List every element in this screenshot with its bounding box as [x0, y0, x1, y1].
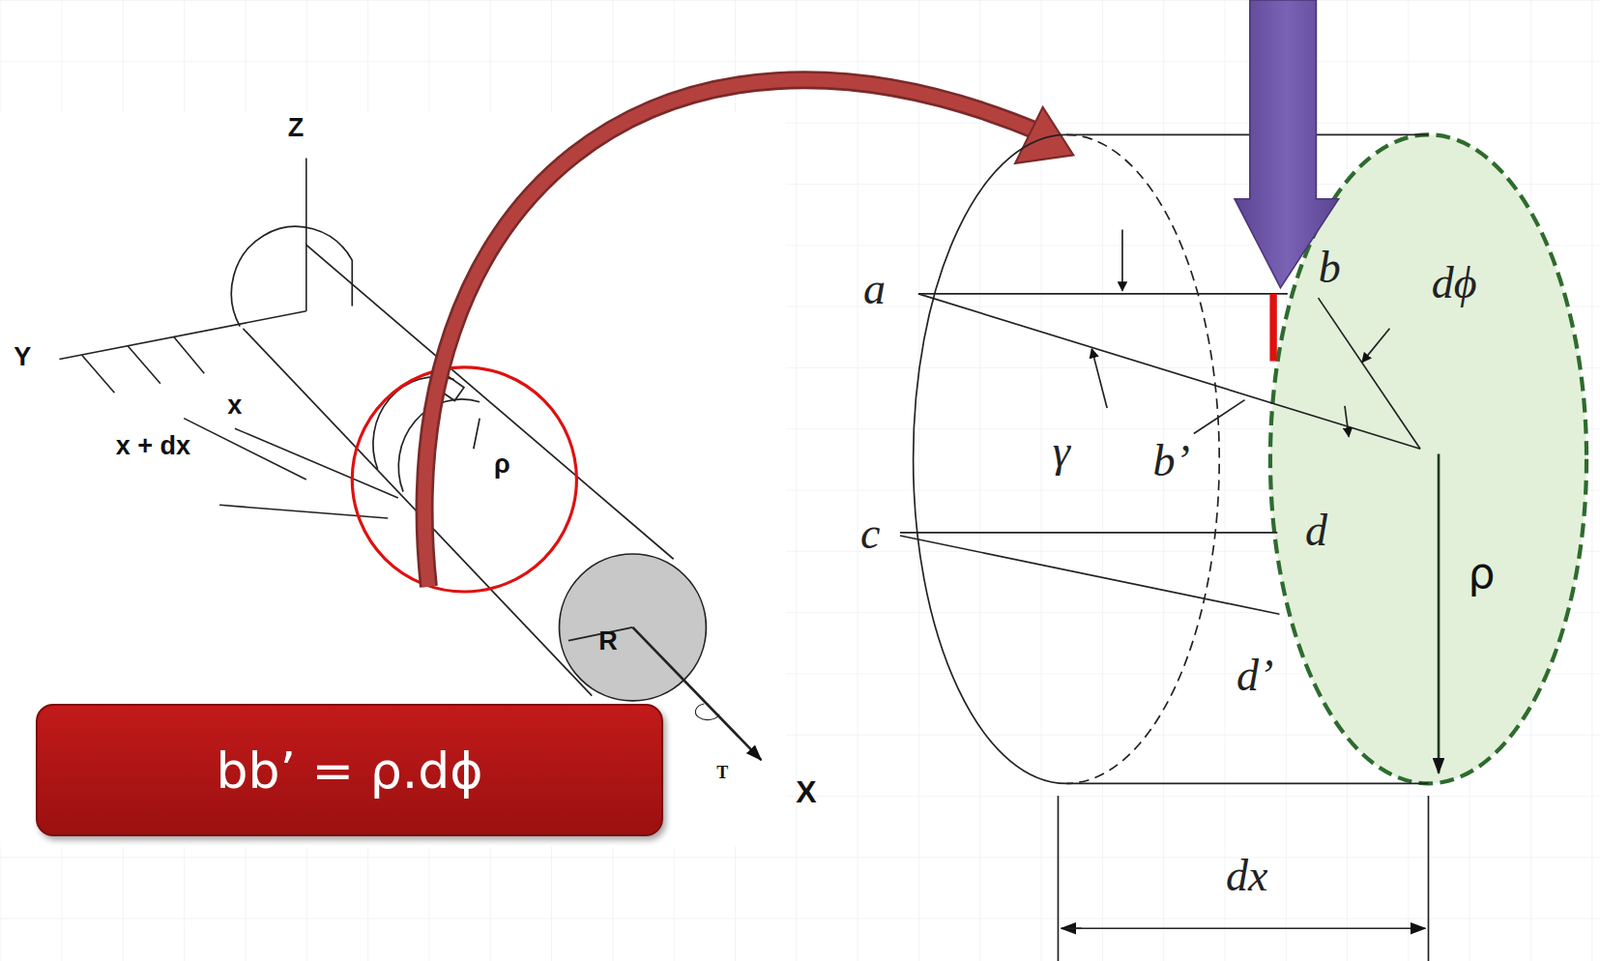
figure-label: c: [860, 511, 880, 556]
figure-label: Y: [13, 344, 31, 371]
figure-label: x + dx: [116, 433, 191, 460]
figure-label: a: [863, 266, 886, 312]
figure-label: ρ: [1468, 552, 1496, 595]
figure-label: x: [227, 392, 242, 419]
figure-label: d: [1305, 508, 1328, 553]
formula-text: bb’ = ρ.dϕ: [215, 741, 483, 800]
figure-label: b’: [1153, 438, 1191, 484]
figure-label: γ: [1052, 429, 1071, 474]
formula-box: bb’ = ρ.dϕ: [35, 703, 664, 837]
figure-label: T: [716, 763, 728, 782]
figure-label: dx: [1225, 853, 1268, 899]
figure-label: ρ: [494, 451, 511, 478]
figure-label: d’: [1236, 653, 1274, 699]
figure-label: X: [795, 776, 816, 808]
figure-label: dϕ: [1431, 261, 1478, 306]
figure-label: b: [1318, 245, 1341, 291]
figure-label: Z: [288, 114, 305, 141]
figure-label: R: [598, 627, 618, 654]
